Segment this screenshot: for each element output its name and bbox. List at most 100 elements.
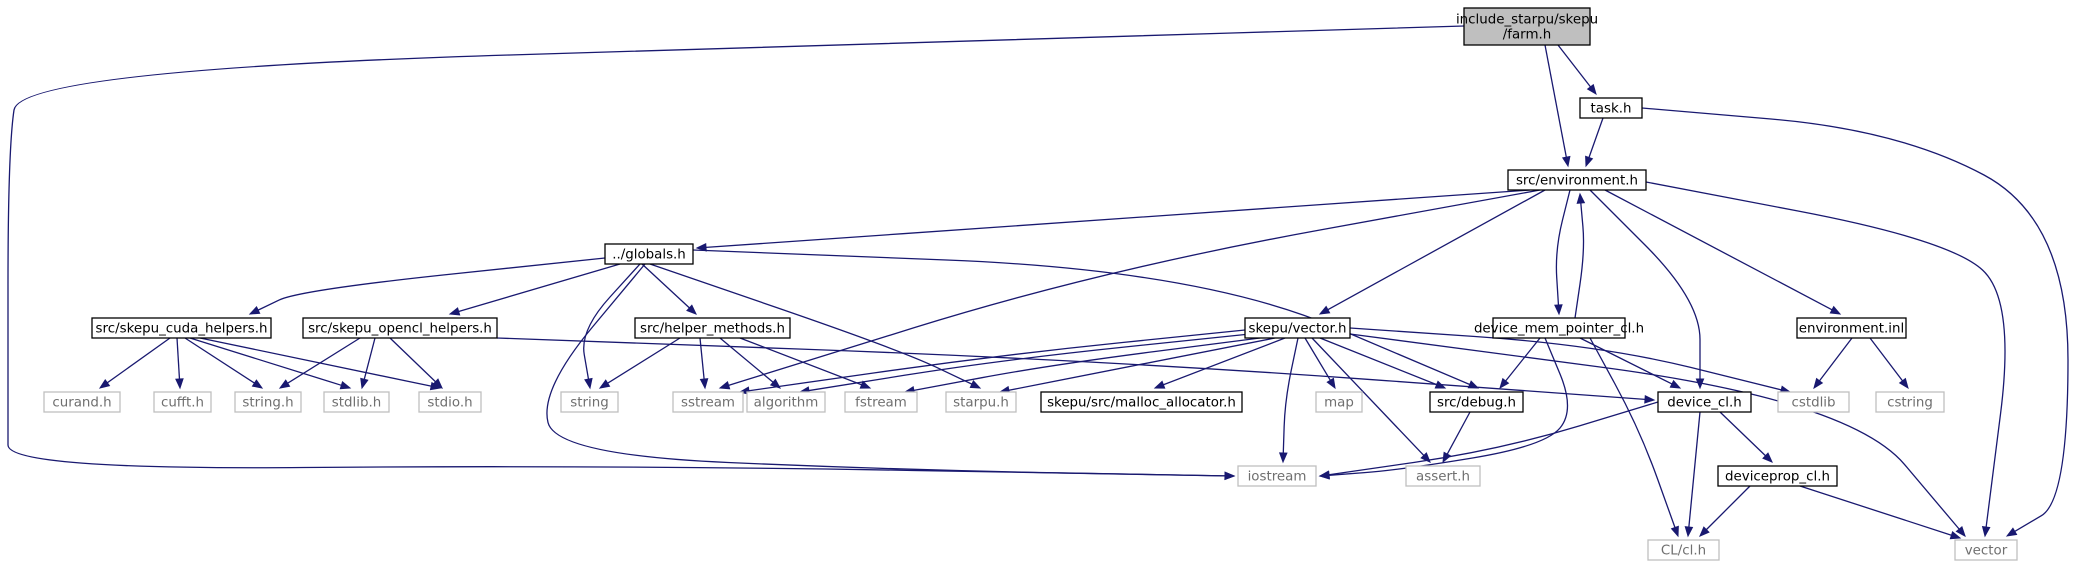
edge-globals-to-iostream	[546, 263, 1236, 481]
edge-dmp-to-clh	[1589, 337, 1679, 538]
edge-oclh-to-devcl	[496, 337, 1656, 404]
node-cufft: cufft.h	[153, 391, 212, 413]
edge-devprop-to-vector	[1799, 485, 1962, 540]
edge-globals-to-starpu	[649, 263, 982, 389]
node-label: src/skepu_cuda_helpers.h	[96, 322, 268, 337]
node-label: sstream	[681, 396, 735, 411]
node-label: stdio.h	[427, 396, 472, 411]
node-algorithm: algorithm	[746, 391, 826, 413]
node-env[interactable]: src/environment.h	[1507, 169, 1647, 191]
edge-vector_h-to-map	[1304, 337, 1336, 390]
edge-debug-to-assert	[1442, 411, 1471, 464]
node-devcl[interactable]: device_cl.h	[1657, 391, 1752, 413]
node-stdlib: stdlib.h	[323, 391, 390, 413]
edge-env-to-vector_h	[1318, 189, 1546, 315]
edge-cudah-to-curand	[98, 337, 171, 389]
node-label: deviceprop_cl.h	[1725, 470, 1830, 485]
edge-cudah-to-stdlib	[189, 337, 352, 390]
edge-task-to-vector	[1641, 107, 2069, 537]
edge-env-to-vector	[1645, 181, 2006, 538]
node-label: src/debug.h	[1437, 396, 1516, 411]
node-fstream: fstream	[844, 391, 918, 413]
node-label: skepu/vector.h	[1249, 322, 1347, 337]
node-label: CL/cl.h	[1661, 544, 1706, 559]
node-cudah[interactable]: src/skepu_cuda_helpers.h	[91, 317, 272, 339]
node-label: starpu.h	[953, 396, 1009, 411]
node-label: stdlib.h	[332, 396, 381, 411]
edge-farm-to-env	[1544, 44, 1571, 168]
node-vector_h[interactable]: skepu/vector.h	[1244, 317, 1351, 339]
edge-env-to-dmp	[1554, 189, 1571, 316]
node-map: map	[1315, 391, 1363, 413]
node-label: assert.h	[1416, 470, 1470, 485]
edge-vector_h-to-malloc	[1153, 337, 1286, 389]
node-devprop[interactable]: deviceprop_cl.h	[1717, 465, 1838, 487]
node-label: cstdlib	[1791, 396, 1835, 411]
edge-envinl-to-cstring	[1869, 337, 1909, 390]
node-globals[interactable]: ../globals.h	[604, 243, 694, 265]
node-envinl[interactable]: environment.inl	[1796, 317, 1907, 339]
node-label: map	[1324, 396, 1354, 411]
edge-helper-to-sstream	[699, 337, 709, 390]
node-iostream: iostream	[1237, 465, 1317, 487]
dependency-nodes: include_starpu/skepu/farm.h task.h src/env…	[43, 7, 2018, 561]
edge-dmp-to-devcl	[1579, 337, 1682, 389]
edge-devcl-to-clh	[1684, 411, 1701, 538]
node-label: device_mem_pointer_cl.h	[1474, 322, 1644, 337]
node-label: task.h	[1591, 102, 1632, 117]
node-string: string	[560, 391, 619, 413]
edge-env-to-globals	[695, 189, 1531, 252]
edge-devcl-to-iostream	[1318, 401, 1659, 479]
node-label: src/helper_methods.h	[640, 322, 785, 337]
node-dmp[interactable]: device_mem_pointer_cl.h	[1474, 317, 1644, 339]
node-label: fstream	[855, 396, 907, 411]
edge-dmp-to-debug	[1499, 337, 1541, 390]
node-helper[interactable]: src/helper_methods.h	[634, 317, 791, 339]
node-label: /farm.h	[1503, 28, 1552, 43]
edge-task-to-env	[1585, 117, 1604, 168]
edge-vector_h-to-iostream	[1278, 337, 1299, 464]
node-debug[interactable]: src/debug.h	[1429, 391, 1524, 413]
node-label: environment.inl	[1799, 322, 1904, 337]
node-vector: vector	[1954, 539, 2018, 561]
edge-oclh-to-stringh	[278, 337, 361, 389]
edge-envinl-to-cstdlib	[1813, 337, 1853, 390]
edge-helper-to-algorithm	[719, 337, 782, 389]
edge-vector_h-to-vector	[1349, 333, 1966, 538]
node-malloc[interactable]: skepu/src/malloc_allocator.h	[1040, 391, 1243, 413]
node-label: string.h	[242, 396, 293, 411]
node-label: device_cl.h	[1667, 396, 1742, 411]
node-cstdlib: cstdlib	[1777, 391, 1850, 413]
node-label: cufft.h	[161, 396, 204, 411]
edge-devcl-to-devprop	[1719, 411, 1773, 463]
edge-helper-to-fstream	[739, 337, 872, 389]
node-task[interactable]: task.h	[1579, 97, 1643, 119]
node-label: iostream	[1248, 470, 1307, 485]
edge-oclh-to-stdio	[389, 337, 443, 389]
node-farm[interactable]: include_starpu/skepu/farm.h	[1456, 7, 1598, 46]
edge-globals-to-oclh	[448, 263, 621, 316]
edge-globals-to-cudah	[248, 257, 606, 315]
node-label: cstring	[1887, 396, 1933, 411]
node-curand: curand.h	[43, 391, 121, 413]
node-starpu: starpu.h	[945, 391, 1017, 413]
node-stdio: stdio.h	[418, 391, 482, 413]
edge-helper-to-string	[598, 337, 681, 389]
edge-env-to-envinl	[1604, 189, 1842, 315]
node-label: curand.h	[52, 396, 111, 411]
edge-vector_h-to-starpu	[998, 337, 1276, 395]
node-cstring: cstring	[1875, 391, 1945, 413]
node-label: vector	[1965, 544, 2008, 559]
edge-cudah-to-cufft	[175, 337, 184, 390]
edge-globals-to-string	[583, 263, 641, 390]
node-assert: assert.h	[1405, 465, 1481, 487]
node-label: algorithm	[754, 396, 819, 411]
node-label: skepu/src/malloc_allocator.h	[1047, 396, 1236, 411]
node-label: src/environment.h	[1516, 174, 1638, 189]
node-label: ../globals.h	[612, 248, 686, 263]
node-sstream: sstream	[672, 391, 744, 413]
edge-cudah-to-stdio	[199, 337, 442, 391]
node-oclh[interactable]: src/skepu_opencl_helpers.h	[302, 317, 498, 339]
node-label: src/skepu_opencl_helpers.h	[308, 322, 492, 337]
